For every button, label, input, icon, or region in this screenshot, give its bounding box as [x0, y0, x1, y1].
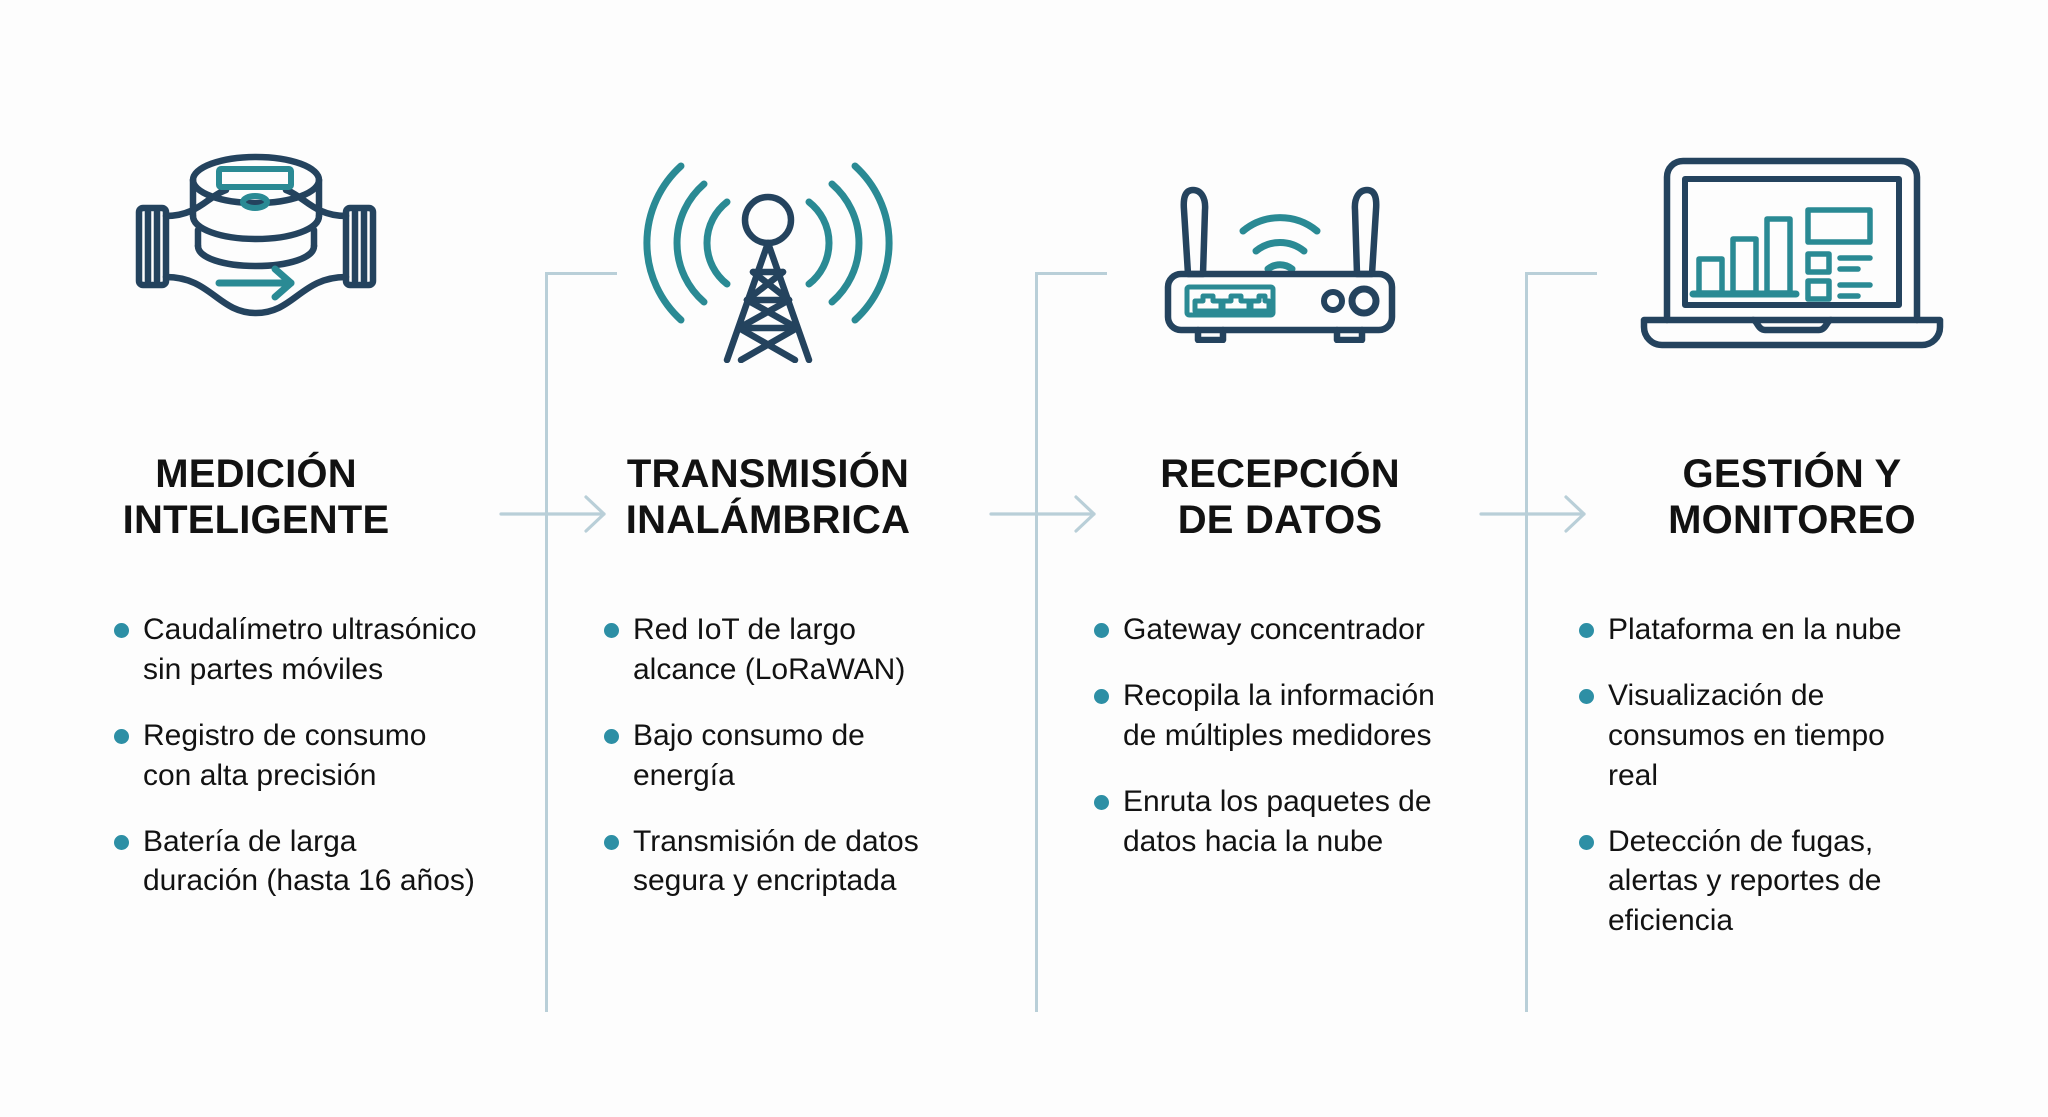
- stage-bullet-list: Red IoT de largo alcance (LoRaWAN) Bajo …: [595, 610, 967, 901]
- list-item: Caudalímetro ultrasónico sin partes móvi…: [105, 610, 477, 690]
- bullet-dot-icon: [114, 834, 129, 850]
- bullet-dot-icon: [1094, 688, 1109, 704]
- list-item: Visualización de consumos en tiempo real: [1570, 676, 1942, 796]
- router-gateway-icon: [1024, 140, 1536, 370]
- list-item-text: Gateway concentrador: [1123, 613, 1425, 646]
- stage-title: MEDICIÓN INTELIGENTE: [122, 452, 390, 542]
- list-item-text: Visualización de consumos en tiempo real: [1608, 678, 1885, 792]
- list-item: Enruta los paquetes de datos hacia la nu…: [1085, 782, 1457, 862]
- water-meter-icon: [0, 140, 512, 370]
- bullet-dot-icon: [1579, 623, 1594, 638]
- list-item-text: Detección de fugas, alertas y reportes d…: [1608, 824, 1882, 938]
- stage-bullet-list: Plataforma en la nube Visualización de c…: [1570, 610, 1942, 941]
- stage-gestion-y-monitoreo: GESTIÓN Y MONITOREO Plataforma en la nub…: [1536, 0, 2048, 1117]
- stage-title: TRANSMISIÓN INALÁMBRICA: [625, 452, 911, 542]
- list-item-text: Recopila la información de múltiples med…: [1123, 678, 1435, 752]
- list-item: Transmisión de datos segura y encriptada: [595, 822, 967, 902]
- list-item-text: Caudalímetro ultrasónico sin partes móvi…: [143, 613, 477, 686]
- list-item-text: Plataforma en la nube: [1608, 613, 1902, 646]
- stage-bullet-list: Gateway concentrador Recopila la informa…: [1085, 610, 1457, 861]
- list-item: Plataforma en la nube: [1570, 610, 1942, 650]
- list-item: Registro de consumo con alta precisión: [105, 716, 477, 796]
- list-item: Red IoT de largo alcance (LoRaWAN): [595, 610, 967, 690]
- laptop-dashboard-icon: [1536, 140, 2048, 370]
- stage-title: RECEPCIÓN DE DATOS: [1160, 452, 1400, 542]
- list-item: Recopila la información de múltiples med…: [1085, 676, 1457, 756]
- list-item: Bajo consumo de energía: [595, 716, 967, 796]
- bullet-dot-icon: [604, 834, 619, 850]
- list-item-text: Bajo consumo de energía: [633, 718, 865, 792]
- bullet-dot-icon: [604, 623, 619, 638]
- list-item-text: Registro de consumo con alta precisión: [143, 718, 427, 792]
- list-item-text: Batería de larga duración (hasta 16 años…: [143, 824, 475, 898]
- stage-bullet-list: Caudalímetro ultrasónico sin partes móvi…: [105, 610, 477, 901]
- stage-transmision-inalambrica: TRANSMISIÓN INALÁMBRICA Red IoT de largo…: [512, 0, 1024, 1117]
- stage-medicion-inteligente: MEDICIÓN INTELIGENTE Caudalímetro ultras…: [0, 0, 512, 1117]
- radio-tower-icon: [512, 140, 1024, 370]
- stage-recepcion-de-datos: RECEPCIÓN DE DATOS Gateway concentrador …: [1024, 0, 1536, 1117]
- list-item: Detección de fugas, alertas y reportes d…: [1570, 822, 1942, 942]
- bullet-dot-icon: [1579, 834, 1594, 850]
- stage-title: GESTIÓN Y MONITOREO: [1668, 452, 1916, 542]
- list-item-text: Transmisión de datos segura y encriptada: [633, 824, 919, 898]
- bullet-dot-icon: [1094, 794, 1109, 810]
- bullet-dot-icon: [114, 623, 129, 638]
- list-item: Gateway concentrador: [1085, 610, 1457, 650]
- bullet-dot-icon: [1094, 623, 1109, 638]
- list-item-text: Red IoT de largo alcance (LoRaWAN): [633, 613, 906, 686]
- list-item: Batería de larga duración (hasta 16 años…: [105, 822, 477, 902]
- bullet-dot-icon: [114, 728, 129, 744]
- bullet-dot-icon: [604, 728, 619, 744]
- bullet-dot-icon: [1579, 688, 1594, 704]
- list-item-text: Enruta los paquetes de datos hacia la nu…: [1123, 784, 1432, 858]
